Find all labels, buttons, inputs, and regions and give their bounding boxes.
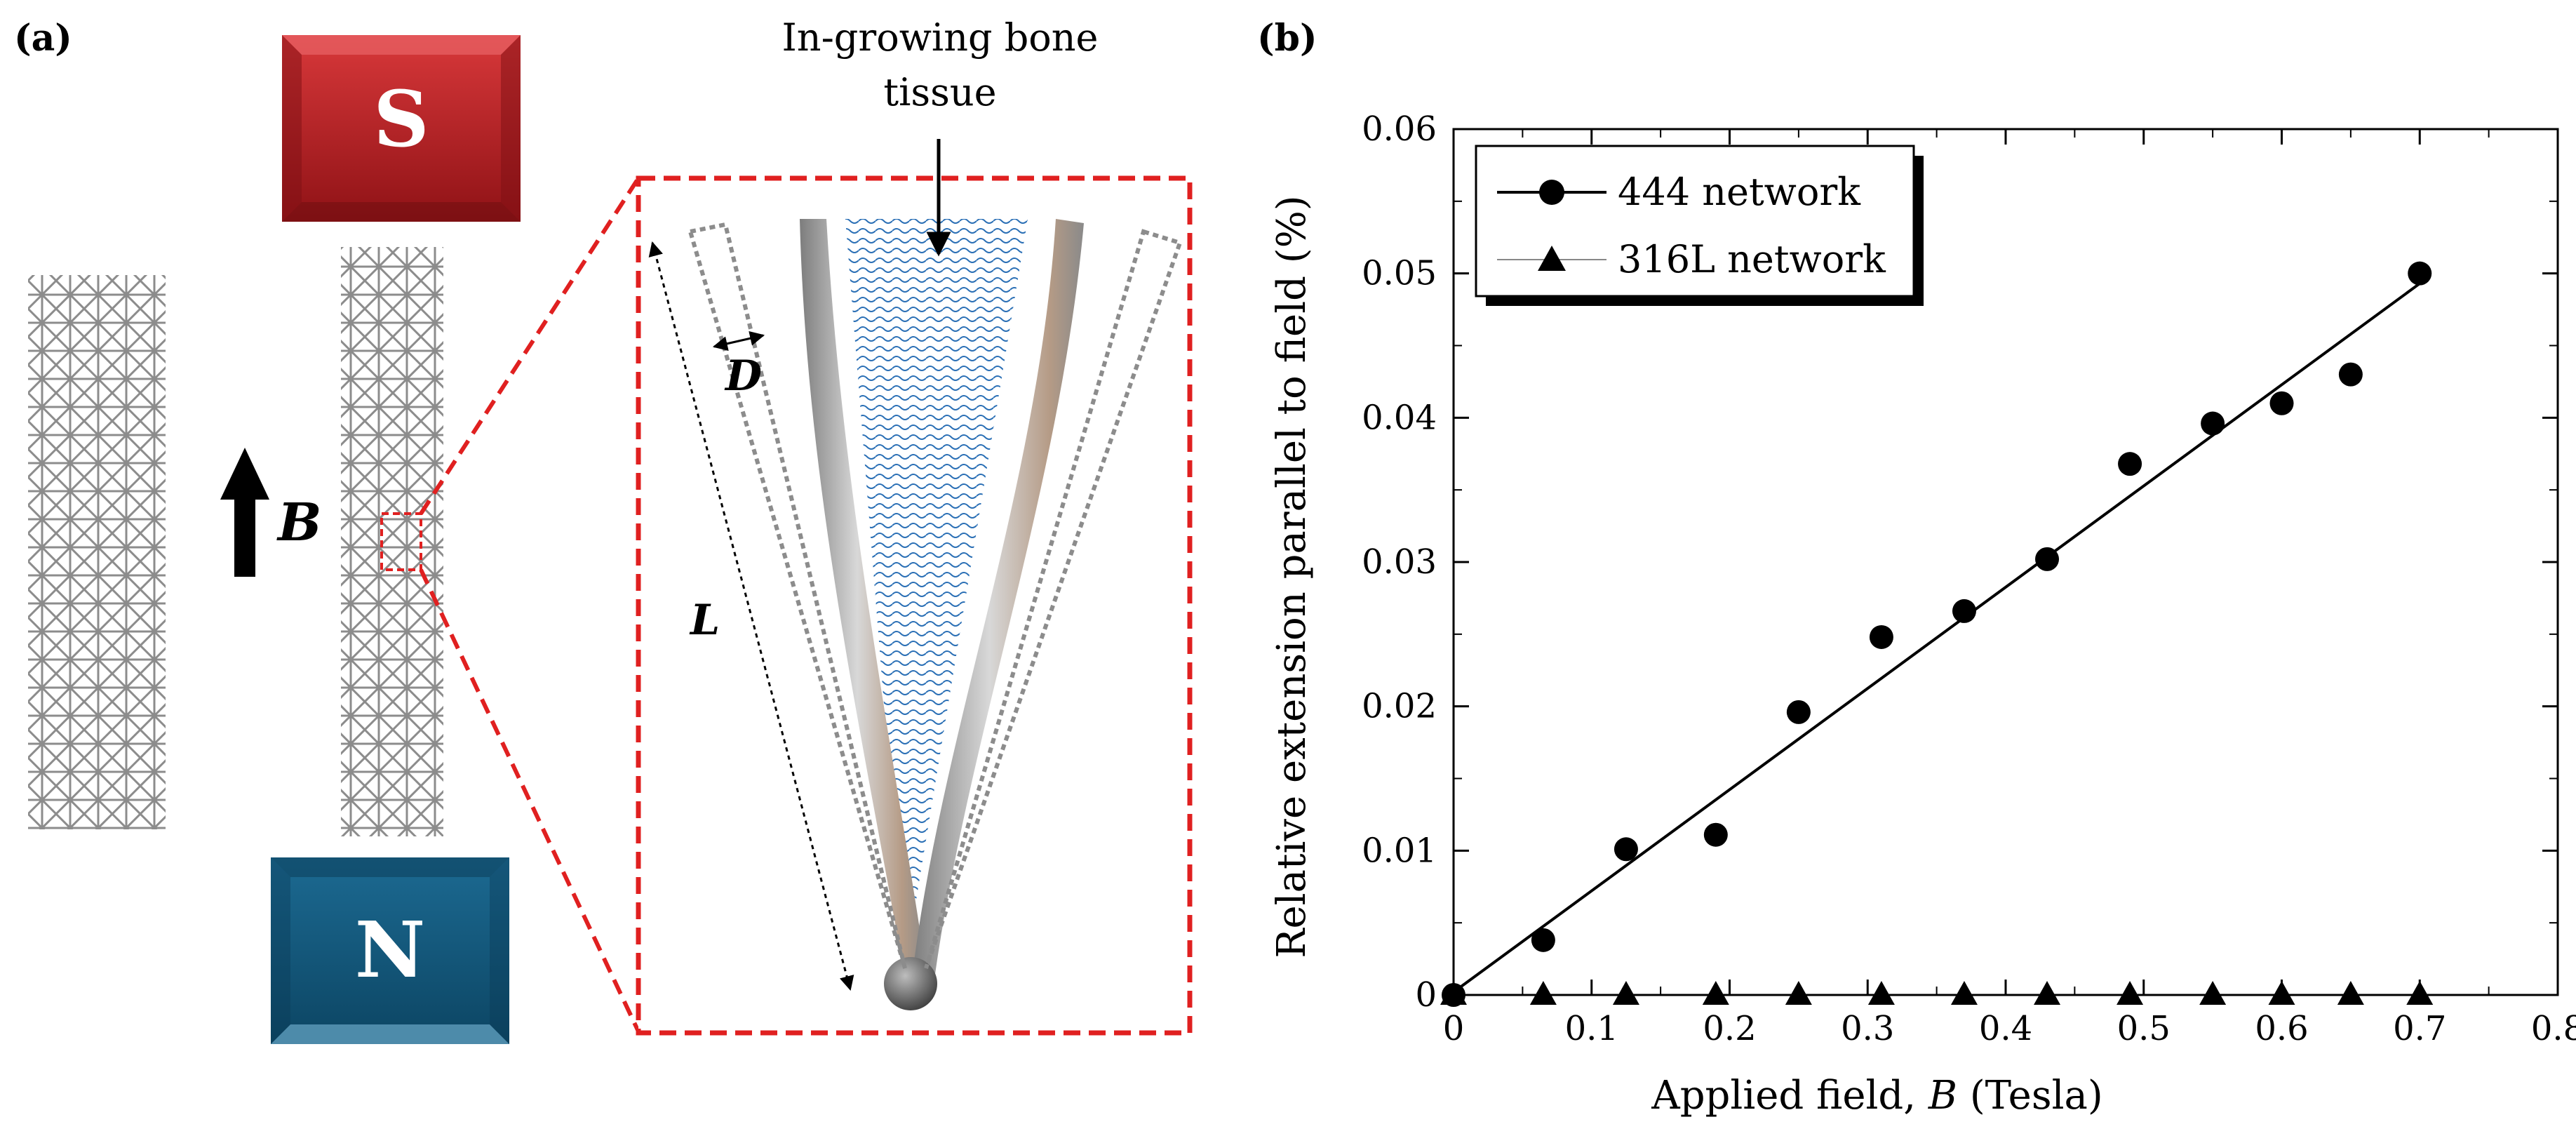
- south-magnet-label: S: [373, 74, 429, 164]
- point-444-network: [2269, 391, 2294, 415]
- point-444-network: [1952, 599, 1976, 623]
- diameter-dimension: [712, 330, 765, 352]
- fibre-network-strained: [341, 247, 443, 836]
- zoom-region-marker: [380, 512, 422, 571]
- point-444-network: [1703, 822, 1728, 847]
- legend-marker-444: [1539, 180, 1564, 205]
- point-316l-network: [1785, 981, 1812, 1005]
- y-tick-label: 0.05: [1362, 254, 1437, 293]
- length-label: L: [689, 596, 720, 645]
- legend-marker-316l: [1538, 246, 1566, 271]
- linear-fit-line: [1452, 282, 2421, 994]
- fibre-right: [912, 219, 1084, 979]
- x-tick-label: 0.2: [1703, 1009, 1756, 1048]
- point-316l-network: [2199, 981, 2227, 1005]
- length-dimension: [648, 241, 854, 991]
- x-axis-ticks: 0 0.1 0.2 0.3 0.4 0.5 0.6 0.7 0.8: [1443, 129, 2576, 1048]
- panel-a-label: (a): [14, 17, 72, 60]
- y-axis-ticks: 0 0.01 0.02 0.03 0.04 0.05 0.06: [1362, 109, 2558, 1015]
- x-tick-label: 0.8: [2531, 1009, 2576, 1048]
- point-316l-network: [1529, 981, 1557, 1005]
- field-symbol: B: [276, 493, 322, 553]
- fibre-junction: [884, 957, 937, 1010]
- y-tick-label: 0.01: [1362, 831, 1437, 870]
- panel-b-label: (b): [1257, 17, 1317, 60]
- point-316l-network: [1440, 981, 1467, 1005]
- y-tick-label: 0.06: [1362, 109, 1437, 149]
- y-axis-label: Relative extension parallel to field (%): [1269, 195, 1315, 958]
- zoom-connector-top: [419, 177, 640, 515]
- x-tick-label: 0: [1443, 1009, 1465, 1048]
- point-316l-network: [1702, 981, 1729, 1005]
- x-tick-label: 0.6: [2255, 1009, 2308, 1048]
- x-axis-label: Applied field, B (Tesla): [1651, 1073, 2102, 1118]
- diameter-label: D: [724, 352, 762, 401]
- x-tick-label: 0.3: [1841, 1009, 1894, 1048]
- legend: 444 network 316L network: [1475, 145, 1924, 306]
- point-444-network: [1614, 837, 1638, 862]
- point-316l-network: [2337, 981, 2364, 1005]
- point-316l-network: [1612, 981, 1639, 1005]
- point-444-network: [1531, 928, 1555, 952]
- callout-text-line2: tissue: [883, 70, 996, 114]
- point-444-network: [1869, 624, 1893, 649]
- zoom-connector-bottom: [419, 568, 640, 1033]
- fibre-network-unstrained: [28, 275, 166, 829]
- field-arrow-icon: [220, 448, 269, 577]
- y-tick-label: 0: [1415, 975, 1437, 1015]
- legend-label-444: 444 network: [1618, 170, 1861, 214]
- point-316l-network: [2406, 981, 2434, 1005]
- x-tick-label: 0.4: [1979, 1009, 2032, 1048]
- north-magnet: N: [271, 857, 509, 1044]
- point-444-network: [2338, 362, 2363, 387]
- point-316l-network: [2268, 981, 2295, 1005]
- point-316l-network: [2034, 981, 2061, 1005]
- x-tick-label: 0.5: [2117, 1009, 2171, 1048]
- point-444-network: [2035, 547, 2060, 571]
- zoom-inset: D L: [636, 139, 1193, 1036]
- fibre-outline-right: [924, 229, 1183, 969]
- north-magnet-label: N: [355, 904, 426, 995]
- point-444-network: [2408, 261, 2432, 286]
- legend-label-316l: 316L network: [1618, 237, 1886, 281]
- point-444-network: [2201, 411, 2225, 436]
- y-tick-label: 0.03: [1362, 542, 1437, 582]
- y-tick-label: 0.02: [1362, 687, 1437, 726]
- callout-text-line1: In-growing bone: [781, 15, 1098, 60]
- legend-box: [1475, 145, 1915, 298]
- point-444-network: [2118, 452, 2142, 476]
- point-444-network: [1786, 700, 1811, 724]
- south-magnet: S: [282, 35, 521, 222]
- point-316l-network: [1867, 981, 1895, 1005]
- data-points: [1440, 261, 2434, 1007]
- x-tick-label: 0.1: [1565, 1009, 1618, 1048]
- y-tick-label: 0.04: [1362, 398, 1437, 437]
- point-316l-network: [1950, 981, 1978, 1005]
- x-tick-label: 0.7: [2393, 1009, 2446, 1048]
- point-316l-network: [2117, 981, 2144, 1005]
